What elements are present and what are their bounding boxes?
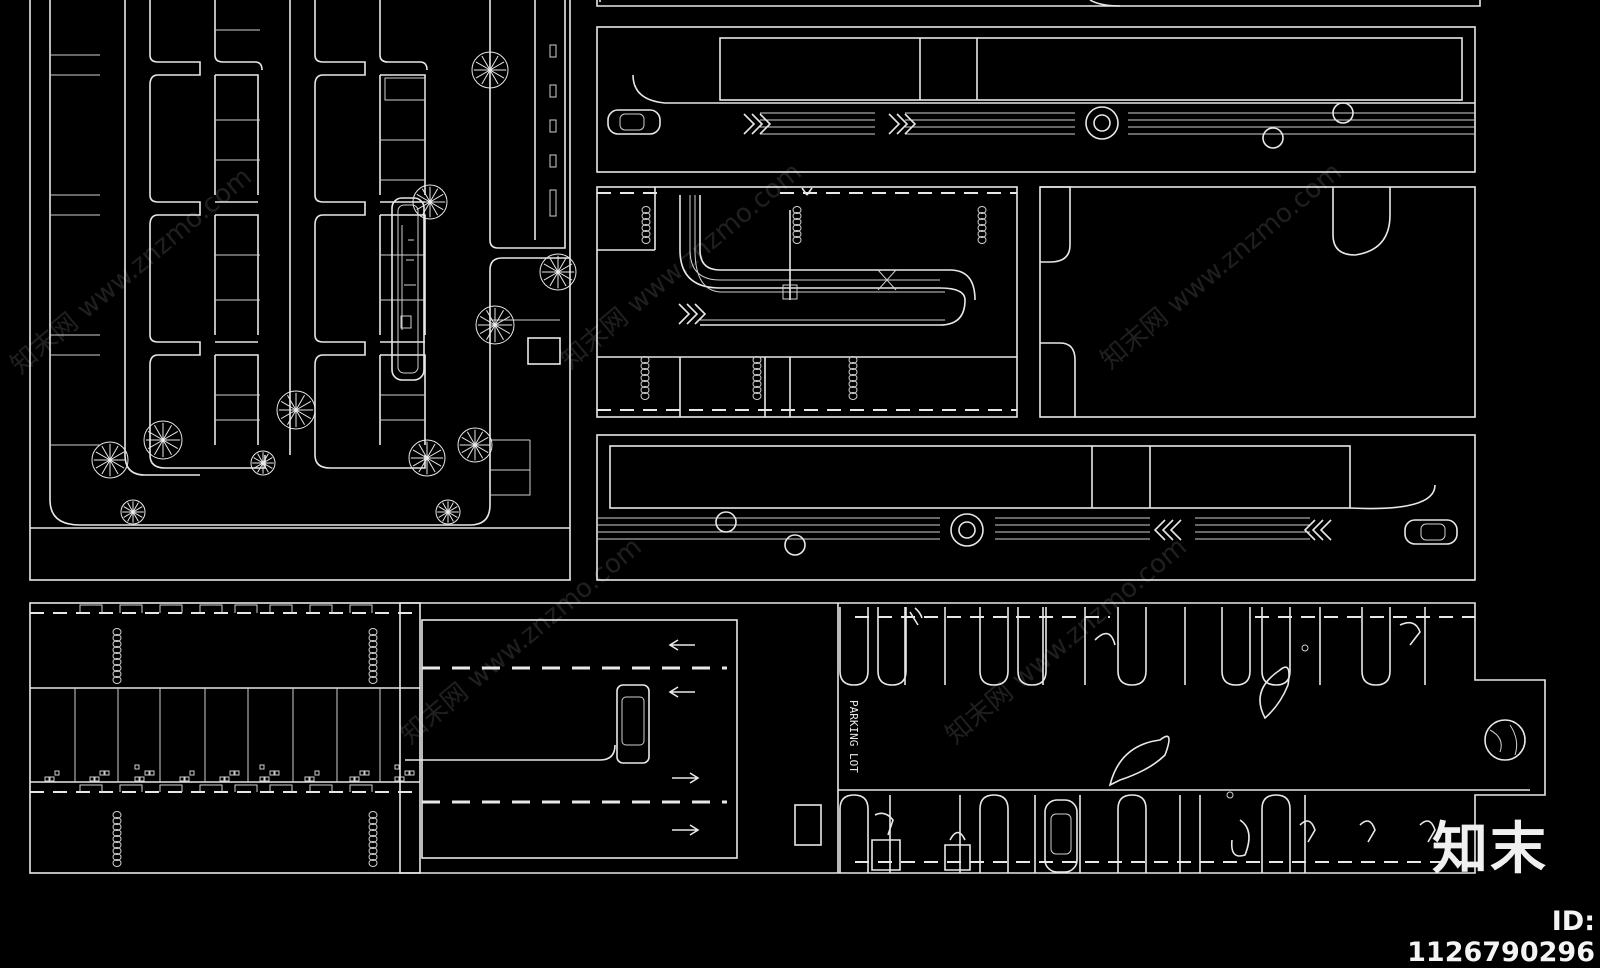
tree-icon (408, 439, 446, 477)
curb-stop (839, 607, 869, 686)
tree-icon (276, 390, 316, 430)
chevron-arrow (888, 113, 917, 135)
bollard-chain (368, 811, 378, 867)
chevron-arrow (678, 303, 707, 325)
bottom-road (399, 602, 1546, 874)
bottom-left-stalls (29, 602, 421, 874)
tree-icon (120, 499, 146, 525)
stall-block-column-3 (289, 0, 428, 469)
tree-icon (91, 441, 129, 479)
chevron-arrow (1153, 519, 1182, 541)
tree-icon (250, 450, 276, 476)
road-eastbound (596, 434, 1476, 581)
car-icon (616, 684, 650, 764)
bollard-chain (112, 628, 122, 684)
themed-lot: PARKING LOT (794, 603, 1530, 873)
bollard-chain (792, 206, 802, 244)
tree-symbols (91, 51, 577, 525)
bollard-chain (848, 356, 858, 400)
u-turn-lot (596, 186, 1018, 418)
bollard-chain (641, 206, 651, 244)
svg-text:知末网 www.znzmo.com: 知末网 www.znzmo.com (5, 162, 257, 381)
curb-stop (979, 607, 1009, 686)
decorative-figures (871, 607, 1436, 871)
tree-icon (475, 305, 515, 345)
bollard-chain (112, 811, 122, 867)
car-icon (607, 109, 661, 135)
stall-column-1 (50, 54, 100, 446)
curb-stop (1221, 607, 1251, 686)
svg-text:知末网 www.znzmo.com: 知末网 www.znzmo.com (395, 532, 647, 751)
tree-icon (539, 253, 577, 291)
svg-text:知末网 www.znzmo.com: 知末网 www.znzmo.com (940, 532, 1192, 751)
curb-stop (1361, 607, 1391, 686)
kiosk (794, 804, 822, 846)
globe-icon (1484, 719, 1526, 761)
vertical-lot-label: PARKING LOT (847, 700, 860, 773)
chevron-arrow (1303, 519, 1332, 541)
curb-stop (979, 794, 1009, 873)
bollard-chain (368, 628, 378, 684)
tree-icon (143, 420, 183, 460)
curb-stop (1117, 607, 1147, 686)
tree-icon (457, 427, 493, 463)
curb-stop (1117, 794, 1147, 873)
road-westbound-top (596, 0, 1481, 173)
stall-column-4 (489, 0, 566, 496)
direction-arrows (668, 639, 700, 836)
image-id-label: ID: 1126790296 (1407, 906, 1595, 968)
bollard-chain (752, 356, 762, 400)
tree-icon (412, 184, 448, 220)
curb-stop (1017, 607, 1047, 686)
left-parking-lot (29, 0, 577, 581)
dolphin-icon (1094, 632, 1290, 787)
bollard-chain (640, 356, 650, 400)
car-icon (1044, 799, 1078, 873)
stall-block-column-2 (124, 0, 266, 476)
tree-icon (471, 51, 509, 89)
tree-icon (435, 499, 461, 525)
svg-text:知末网 www.znzmo.com: 知末网 www.znzmo.com (1095, 157, 1347, 376)
curb-stop (1261, 794, 1291, 873)
brand-mark: 知末 (1432, 817, 1548, 882)
central-island (391, 197, 425, 381)
bollard-chain (977, 206, 987, 244)
open-lot (1039, 186, 1476, 418)
car-icon (1404, 519, 1458, 545)
brand-logo: 知末 (1390, 820, 1590, 880)
curb-stop (877, 607, 907, 686)
chevron-arrow (743, 113, 772, 135)
curb-stop (839, 794, 869, 873)
svg-text:知末网 www.znzmo.com: 知末网 www.znzmo.com (555, 157, 807, 376)
